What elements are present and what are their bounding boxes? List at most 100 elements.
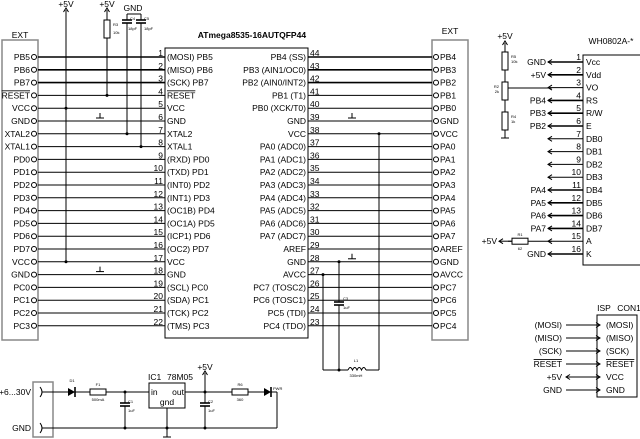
- lcd-pin-number: 13: [572, 206, 582, 216]
- chip-pin-number: 32: [310, 202, 320, 212]
- isp-left-label: +5V: [547, 372, 563, 382]
- ext-left-pin-label: XTAL2: [5, 129, 31, 139]
- pin-terminal: [433, 194, 439, 201]
- chip-pin-number: 39: [310, 112, 320, 122]
- pin-terminal: [433, 130, 439, 137]
- chip-pin-number: 19: [154, 278, 164, 288]
- lcd-pin-name: DB0: [586, 134, 603, 144]
- chip-pin-label: GND: [287, 257, 306, 267]
- junction-dot: [125, 132, 129, 136]
- arrow-up-icon: [502, 40, 508, 46]
- ext-left-pin-label: VCC: [12, 257, 30, 267]
- chip-pin-label: PA7 (ADC7): [260, 231, 306, 241]
- chip-pin-number: 7: [158, 125, 163, 135]
- ext-right-pin-label: PB2: [440, 78, 456, 88]
- pin-terminal: [433, 271, 439, 278]
- junction-dot: [105, 93, 109, 97]
- pin-terminal: [433, 182, 439, 188]
- chip-pin-label: (OC2) PD7: [167, 244, 209, 254]
- chip-pin-label: (RXD) PD0: [167, 154, 210, 164]
- pin-terminal: [31, 271, 37, 278]
- chip-pin-label: VCC: [167, 103, 185, 113]
- chip-pin-number: 35: [310, 163, 320, 173]
- lcd-pin-number: 15: [572, 231, 582, 241]
- chip-pin-label: (SDA) PC1: [167, 295, 209, 305]
- ext-right-pin-label: PA3: [440, 180, 456, 190]
- lcd-net-label: PA5: [531, 198, 547, 208]
- r4-ref: R4: [511, 114, 517, 119]
- r2-ref: R2: [494, 84, 500, 89]
- r3-value: 10k: [113, 30, 119, 35]
- diode-d1: [68, 388, 75, 396]
- chip-pin-label: PC4 (TDO): [264, 321, 307, 331]
- isp-left-label: (MOSI): [535, 320, 563, 330]
- ext-right-pin-label: PB0: [440, 103, 456, 113]
- r5-value: 10k: [511, 59, 517, 64]
- chip-pin-label: GND: [287, 116, 306, 126]
- chip-pin-number: 12: [154, 189, 164, 199]
- chip-pin-label: (MOSI) PB5: [167, 52, 213, 62]
- vcc-label: +5V: [497, 31, 513, 41]
- pin-terminal: [433, 297, 439, 304]
- ic1-out-label: out: [172, 387, 184, 397]
- chip-pin-number: 11: [154, 176, 163, 186]
- ext-left-pin-label: XTAL1: [5, 142, 31, 152]
- chip-pin-number: 18: [154, 266, 164, 276]
- lcd-pin-name: A: [586, 236, 592, 246]
- arrow-left-icon: [547, 135, 553, 142]
- chip-pin-label: XTAL2: [167, 129, 193, 139]
- ext-left-pin-label: PD6: [13, 231, 30, 241]
- lcd-pin-number: 8: [576, 142, 581, 152]
- lcd-pin-number: 12: [572, 193, 582, 203]
- chip-pin-label: PB3 (AIN1/OC0): [243, 65, 306, 75]
- ext-left-pin-label: PD1: [13, 167, 30, 177]
- pin-terminal: [31, 322, 37, 329]
- lcd-net-label: PA4: [531, 185, 547, 195]
- chip-pin-label: AVCC: [283, 270, 306, 280]
- chip-pin-number: 38: [310, 125, 320, 135]
- c1-ref: C1: [128, 399, 134, 404]
- ext-right-pin-label: PA2: [440, 167, 456, 177]
- chip-pin-number: 26: [310, 278, 320, 288]
- lcd-net-label: +5V: [531, 70, 547, 80]
- pin-terminal: [31, 297, 37, 304]
- pin-terminal: [433, 118, 439, 124]
- lcd-module: [582, 54, 640, 266]
- lcd-pin-name: VO: [586, 83, 599, 93]
- resistor-r5: [501, 51, 509, 71]
- isp-left-label: (MISO): [535, 333, 563, 343]
- ext-left-pin-label: RESET: [2, 90, 30, 100]
- arrow-left-icon: [547, 199, 553, 206]
- chip-pin-label: (OC1B) PD4: [167, 206, 215, 216]
- ext-left-pin-label: PC0: [13, 282, 30, 292]
- resistor-r4: [501, 111, 509, 131]
- arrow-right-icon: [595, 387, 601, 393]
- isp-ref: CON1: [617, 303, 640, 313]
- arrow-left-icon: [547, 225, 553, 232]
- junction-dot: [377, 132, 381, 136]
- pin-terminal: [31, 233, 37, 240]
- pin-terminal: [433, 284, 439, 291]
- chip-pin-label: (TMS) PC3: [167, 321, 210, 331]
- chip-pin-label: (MISO) PB6: [167, 65, 213, 75]
- resistor-r6: [231, 388, 249, 396]
- gnd-label: GND: [12, 423, 31, 433]
- chip-pin-label: PA6 (ADC6): [260, 218, 306, 228]
- lcd-pin-number: 11: [572, 180, 581, 190]
- junction-dot: [337, 260, 341, 264]
- ext-right-pin-label: PB4: [440, 52, 456, 62]
- potentiometer-r2: [501, 81, 509, 101]
- ext-left-connector: [1, 39, 39, 341]
- chip-pin-number: 25: [310, 291, 320, 301]
- chip-pin-label: GND: [167, 116, 186, 126]
- ext-left-pin-label: PD2: [13, 180, 30, 190]
- lcd-pin-number: 14: [572, 218, 582, 228]
- chip-pin-label: (ICP1) PD6: [167, 231, 211, 241]
- ext-left-pin-label: PD4: [13, 206, 30, 216]
- junction-dot: [64, 260, 68, 264]
- chip-body: [164, 47, 309, 339]
- arrow-right-icon: [595, 374, 601, 380]
- f1-value: 500mA: [92, 397, 105, 402]
- pin-terminal: [433, 66, 439, 73]
- chip-pin-number: 14: [154, 214, 164, 224]
